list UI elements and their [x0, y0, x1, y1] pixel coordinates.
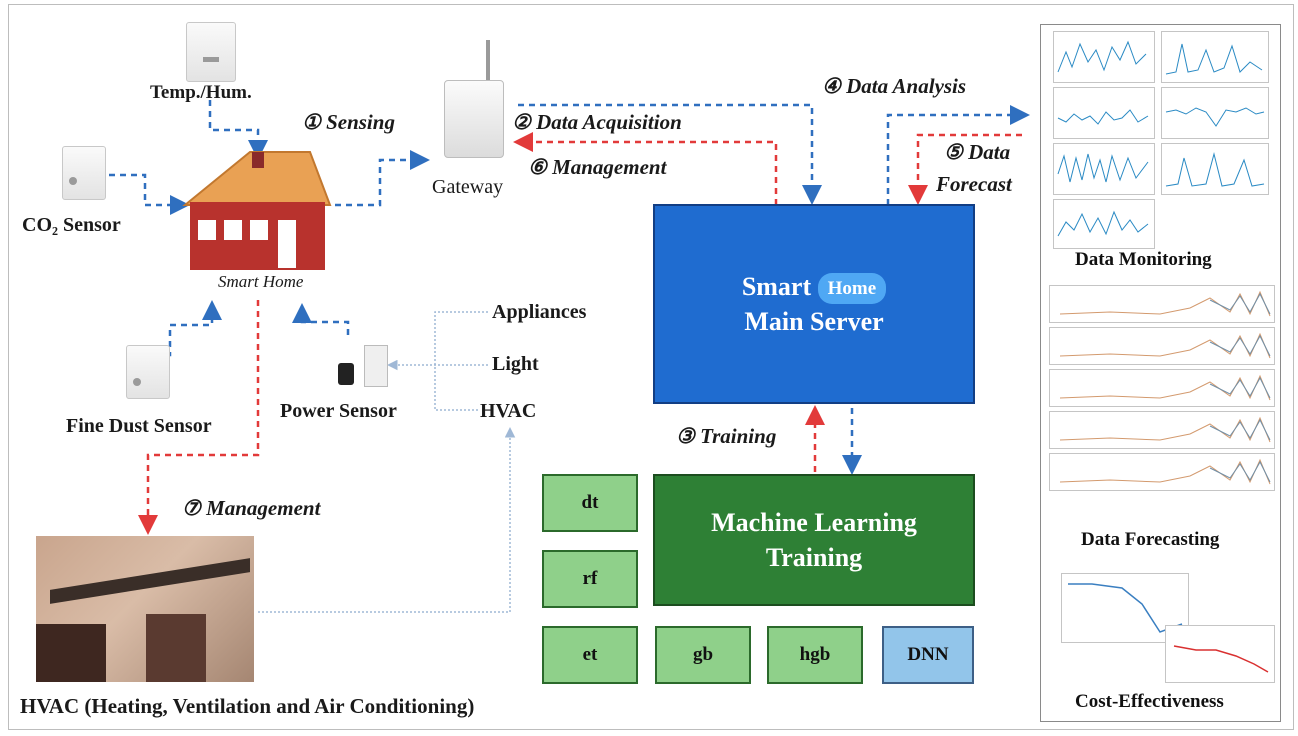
- server-title-main: Main Server: [744, 307, 884, 337]
- arrow-co2-to-home: [98, 173, 190, 215]
- load-appliances-label: Appliances: [492, 301, 587, 323]
- arrow-gateway-to-server: [518, 103, 822, 205]
- step-sensing: ① Sensing: [302, 110, 395, 134]
- hvac-caption: HVAC (Heating, Ventilation and Air Condi…: [20, 694, 475, 718]
- ml-title-line2: Training: [765, 543, 863, 572]
- ml-title-line1: Machine Learning: [711, 507, 917, 537]
- co2-sensor-label: CO₂ Sensor: [22, 214, 121, 236]
- forecast-chart: [1049, 327, 1275, 365]
- algorithm-et: et: [542, 626, 638, 684]
- outer-frame: [8, 4, 1294, 730]
- results-panel: Data Monitoring Data Forecasting Cost-Ef…: [1040, 24, 1281, 722]
- arrow-management-to-gateway: [513, 132, 778, 205]
- monitoring-chart: [1053, 31, 1155, 83]
- smart-home-main-server: Smart Home Main Server: [653, 204, 975, 404]
- arrow-power-to-home: [292, 303, 350, 335]
- step-management-7: ⑦ Management: [182, 496, 321, 520]
- forecast-chart: [1049, 411, 1275, 449]
- step-data-forecast-2: Forecast: [936, 172, 1012, 196]
- fine-dust-sensor-label: Fine Dust Sensor: [66, 415, 212, 437]
- cost-chart: [1165, 625, 1275, 683]
- monitoring-chart: [1053, 143, 1155, 195]
- arrow-server-to-analysis: [886, 105, 1030, 205]
- gateway-router-icon: [444, 40, 504, 158]
- algorithm-hgb: hgb: [767, 626, 863, 684]
- power-sensor-label: Power Sensor: [280, 400, 397, 422]
- line-hvac-feedback: [258, 427, 516, 613]
- step-data-acquisition: ② Data Acquisition: [512, 110, 682, 134]
- smart-home-label: Smart Home: [218, 272, 304, 291]
- load-hvac-label: HVAC: [480, 400, 537, 422]
- monitoring-chart: [1161, 87, 1269, 139]
- panel-title-monitoring: Data Monitoring: [1075, 249, 1212, 270]
- arrow-temp-to-home: [208, 100, 268, 160]
- monitoring-chart: [1161, 143, 1269, 195]
- forecast-chart: [1049, 453, 1275, 491]
- line-loads-bus: [434, 311, 488, 411]
- gateway-label: Gateway: [432, 176, 504, 198]
- algorithm-dt: dt: [542, 474, 638, 532]
- algorithm-rf: rf: [542, 550, 638, 608]
- forecast-chart: [1049, 369, 1275, 407]
- machine-learning-training-box: Machine Learning Training: [653, 474, 975, 606]
- fine-dust-sensor-icon: [126, 345, 170, 399]
- step-data-forecast-1: ⑤ Data: [944, 140, 1011, 164]
- co2-sensor-icon: [62, 146, 106, 200]
- server-title-smart: Smart: [741, 271, 812, 301]
- cloud-icon: Home: [817, 272, 887, 305]
- monitoring-chart: [1053, 199, 1155, 249]
- arrow-forecast-to-server: [908, 133, 1022, 205]
- forecast-chart: [1049, 285, 1275, 323]
- arrow-home-to-gateway: [335, 150, 430, 207]
- temp-hum-sensor-icon: [186, 22, 236, 82]
- power-sensor-icon: [338, 345, 388, 389]
- temp-hum-label: Temp./Hum.: [150, 82, 252, 103]
- algorithm-gb: gb: [655, 626, 751, 684]
- step-data-analysis: ④ Data Analysis: [822, 74, 967, 98]
- load-light-label: Light: [492, 353, 539, 375]
- panel-title-cost: Cost-Effectiveness: [1075, 691, 1224, 712]
- step-training: ③ Training: [676, 424, 777, 448]
- hvac-photo: [36, 536, 254, 682]
- arrow-home-to-hvac: [138, 300, 260, 535]
- step-management-6: ⑥ Management: [528, 155, 667, 179]
- house-icon: [182, 151, 332, 270]
- algorithm-dnn: DNN: [882, 626, 974, 684]
- monitoring-chart: [1161, 31, 1269, 83]
- monitoring-chart: [1053, 87, 1155, 139]
- panel-title-forecasting: Data Forecasting: [1081, 529, 1220, 550]
